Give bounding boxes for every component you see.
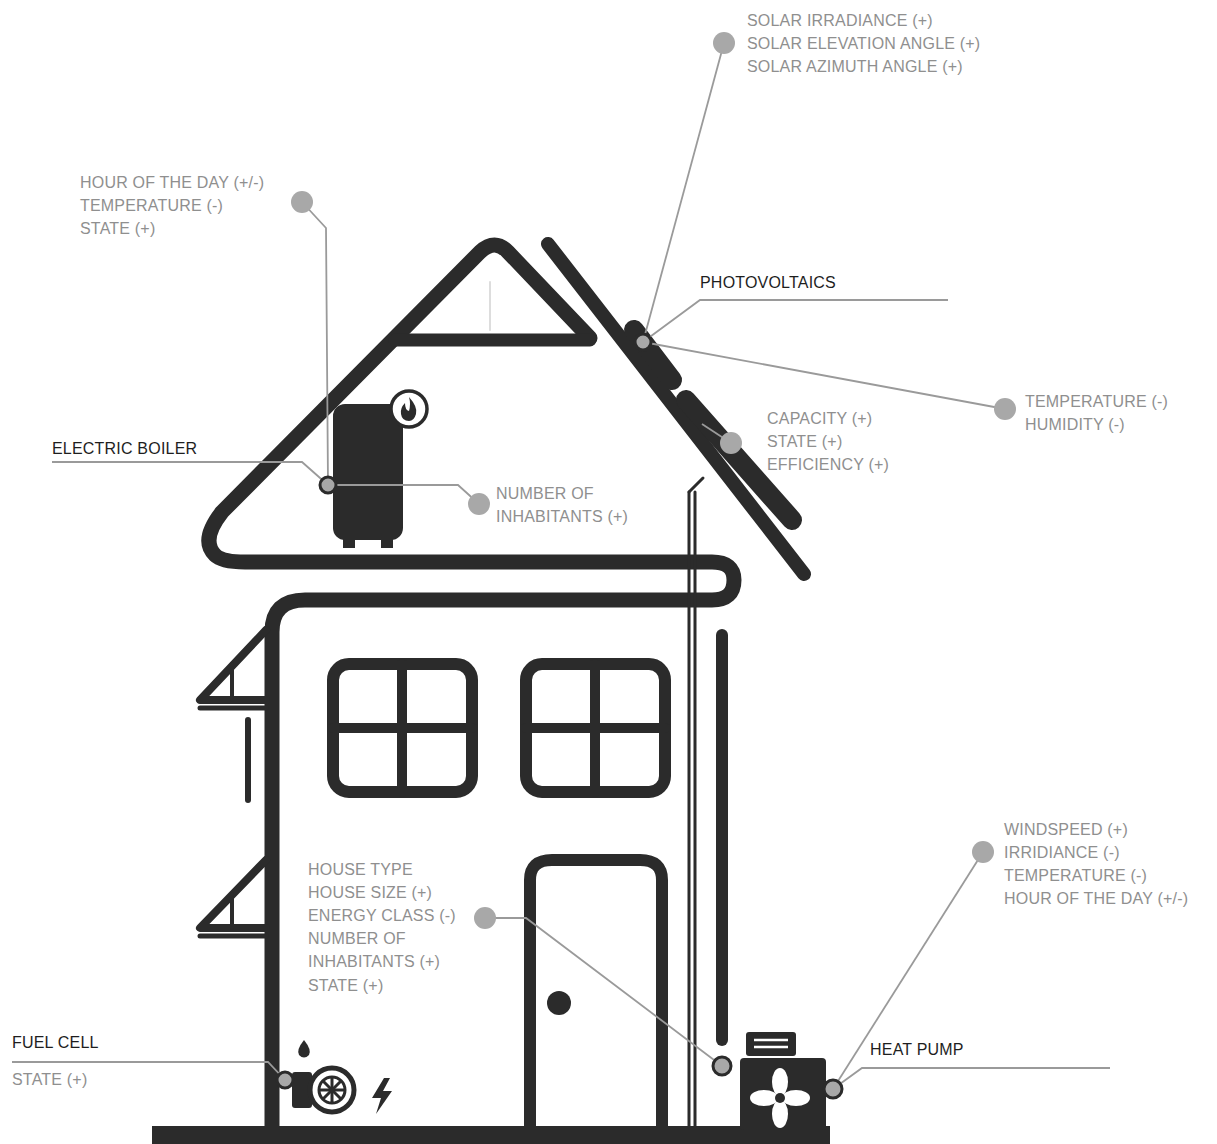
factor-label: ENERGY CLASS (-): [308, 904, 456, 927]
factor-label: WINDSPEED (+): [1004, 818, 1128, 841]
component-name: PHOTOVOLTAICS: [700, 271, 836, 294]
factor-label: TEMPERATURE (-): [1004, 864, 1147, 887]
factor-label: CAPACITY (+): [767, 407, 872, 430]
factor-label: HOUSE SIZE (+): [308, 881, 432, 904]
factor-label: HOUR OF THE DAY (+/-): [1004, 887, 1188, 910]
factor-label: HOUSE TYPE: [308, 858, 413, 881]
factor-label: IRRIDIANCE (-): [1004, 841, 1120, 864]
fuel-cell-symbol: [292, 1040, 392, 1114]
factor-label: EFFICIENCY (+): [767, 453, 889, 476]
factor-label: SOLAR IRRADIANCE (+): [747, 9, 933, 32]
factor-label: HUMIDITY (-): [1025, 413, 1125, 436]
factor-label: STATE (+): [308, 974, 383, 997]
component-name: FUEL CELL: [12, 1031, 99, 1054]
factor-label: TEMPERATURE (-): [1025, 390, 1168, 413]
factor-label: NUMBER OF INHABITANTS (+): [496, 482, 666, 528]
door-knob: [547, 991, 571, 1015]
callout-dots: [291, 32, 1016, 929]
house-outline: [200, 244, 804, 1128]
component-name: HEAT PUMP: [870, 1038, 964, 1061]
component-name: ELECTRIC BOILER: [52, 437, 197, 460]
factor-label: STATE (+): [767, 430, 842, 453]
factor-label: TEMPERATURE (-): [80, 194, 223, 217]
factor-label: STATE (+): [12, 1068, 87, 1091]
factor-label: HOUR OF THE DAY (+/-): [80, 171, 264, 194]
ground-bar: [152, 1126, 830, 1144]
factor-label: NUMBER OF INHABITANTS (+): [308, 927, 478, 973]
leader-lines: [12, 43, 1110, 1089]
anchor-dots: [277, 334, 842, 1098]
boiler-symbol: [333, 391, 427, 548]
factor-label: SOLAR ELEVATION ANGLE (+): [747, 32, 980, 55]
factor-label: SOLAR AZIMUTH ANGLE (+): [747, 55, 963, 78]
heat-pump-symbol: [740, 1032, 826, 1130]
factor-label: STATE (+): [80, 217, 155, 240]
